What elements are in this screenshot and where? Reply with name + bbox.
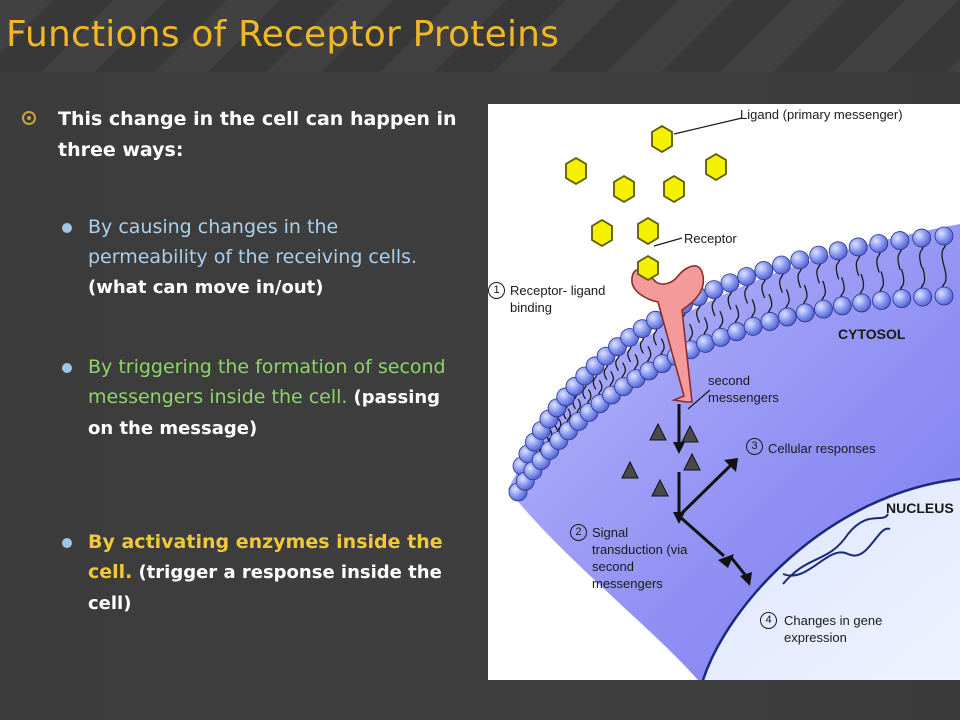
ligand-molecules (565, 124, 727, 248)
lipid-head (872, 291, 891, 310)
ligand-hexagon (651, 124, 673, 154)
second-messengers-label: second messengers (708, 373, 779, 405)
lipid-head (711, 327, 731, 347)
receptor-diagram-art (508, 117, 960, 680)
lipid-head (743, 316, 763, 336)
lipid-head (777, 307, 797, 327)
sub-bullet-lead: By triggering the formation of second me… (88, 356, 446, 408)
receptor-label: Receptor (684, 231, 737, 246)
second-messenger-triangles (621, 422, 701, 497)
step-number-2: 2 (570, 524, 587, 541)
lipid-head (790, 250, 810, 270)
step-label-3: Cellular responses (768, 441, 876, 456)
step-label-4: Changes in gene expression (784, 613, 883, 645)
lipid-head (852, 293, 872, 313)
arrow-heads (673, 442, 752, 586)
lipid-head (913, 287, 933, 307)
lipid-head (720, 273, 740, 293)
lipid-head (704, 280, 724, 300)
lipid-head (848, 237, 868, 257)
bullet-dot-icon (62, 223, 72, 233)
signal-arrows (677, 404, 748, 577)
membrane-beads (508, 226, 954, 502)
nucleus-label: NUCLEUS (886, 500, 954, 516)
ligand-hexagon (613, 174, 635, 204)
sub-bullet-note: (passing on the message) (88, 387, 441, 439)
lipid-head (934, 226, 954, 246)
lipid-head (832, 296, 852, 316)
lipid-head (760, 312, 780, 331)
main-bullet: This change in the cell can happen in th… (22, 104, 462, 166)
bullet-dot-icon (62, 363, 72, 373)
bound-ligand (637, 254, 659, 282)
ligand-hexagon (663, 174, 685, 204)
ligand-hexagon (565, 156, 587, 186)
nucleus-region (703, 479, 960, 680)
lipid-head (632, 319, 652, 339)
sub-bullet-second-messengers: By triggering the formation of second me… (62, 352, 462, 444)
sub-bullet-note: (what can move in/out) (88, 277, 324, 298)
ligand-hexagon (591, 218, 613, 248)
lipid-head (727, 322, 747, 342)
bullet-marker-icon (22, 111, 36, 125)
receptor-protein (631, 265, 705, 403)
lipid-head (890, 231, 910, 250)
lipid-head (754, 261, 774, 280)
main-bullet-text: This change in the cell can happen in th… (58, 108, 457, 161)
lipid-head (912, 228, 932, 248)
lipid-head (934, 286, 954, 306)
ligand-hexagon (637, 216, 659, 246)
lipid-head (737, 267, 756, 286)
step-label-1: Receptor- ligand binding (510, 283, 606, 315)
dna-helix (782, 513, 891, 585)
lipid-head (772, 255, 791, 275)
step-number-1: 1 (488, 282, 505, 299)
step-number-4: 4 (760, 612, 777, 629)
step-number-3: 3 (746, 438, 763, 455)
lipid-head (795, 303, 815, 323)
lipid-head (892, 289, 912, 308)
sub-bullet-enzymes: By activating enzymes inside the cell. (… (62, 527, 462, 619)
lipid-head (869, 234, 889, 253)
ligand-label: Ligand (primary messenger) (740, 107, 903, 122)
ligand-hexagon (705, 152, 727, 182)
slide-title: Functions of Receptor Proteins (6, 14, 560, 55)
nucleus-envelope (701, 477, 960, 680)
cytosol-label: CYTOSOL (838, 326, 906, 342)
receptor-diagram: Ligand (primary messenger) Receptor CYTO… (488, 104, 960, 680)
sub-bullet-permeability: By causing changes in the permeability o… (62, 212, 462, 303)
lipid-head (828, 241, 848, 261)
lipid-head (809, 245, 829, 265)
sub-bullet-lead: By causing changes in the permeability o… (88, 216, 418, 268)
bullet-dot-icon (62, 538, 72, 548)
step-label-2: Signal transduction (via second messenge… (592, 525, 688, 591)
sub-bullet-note: (trigger a response inside the cell) (88, 562, 442, 614)
lipid-head (814, 299, 833, 319)
sub-bullet-lead: By activating enzymes inside the cell. (88, 531, 443, 583)
